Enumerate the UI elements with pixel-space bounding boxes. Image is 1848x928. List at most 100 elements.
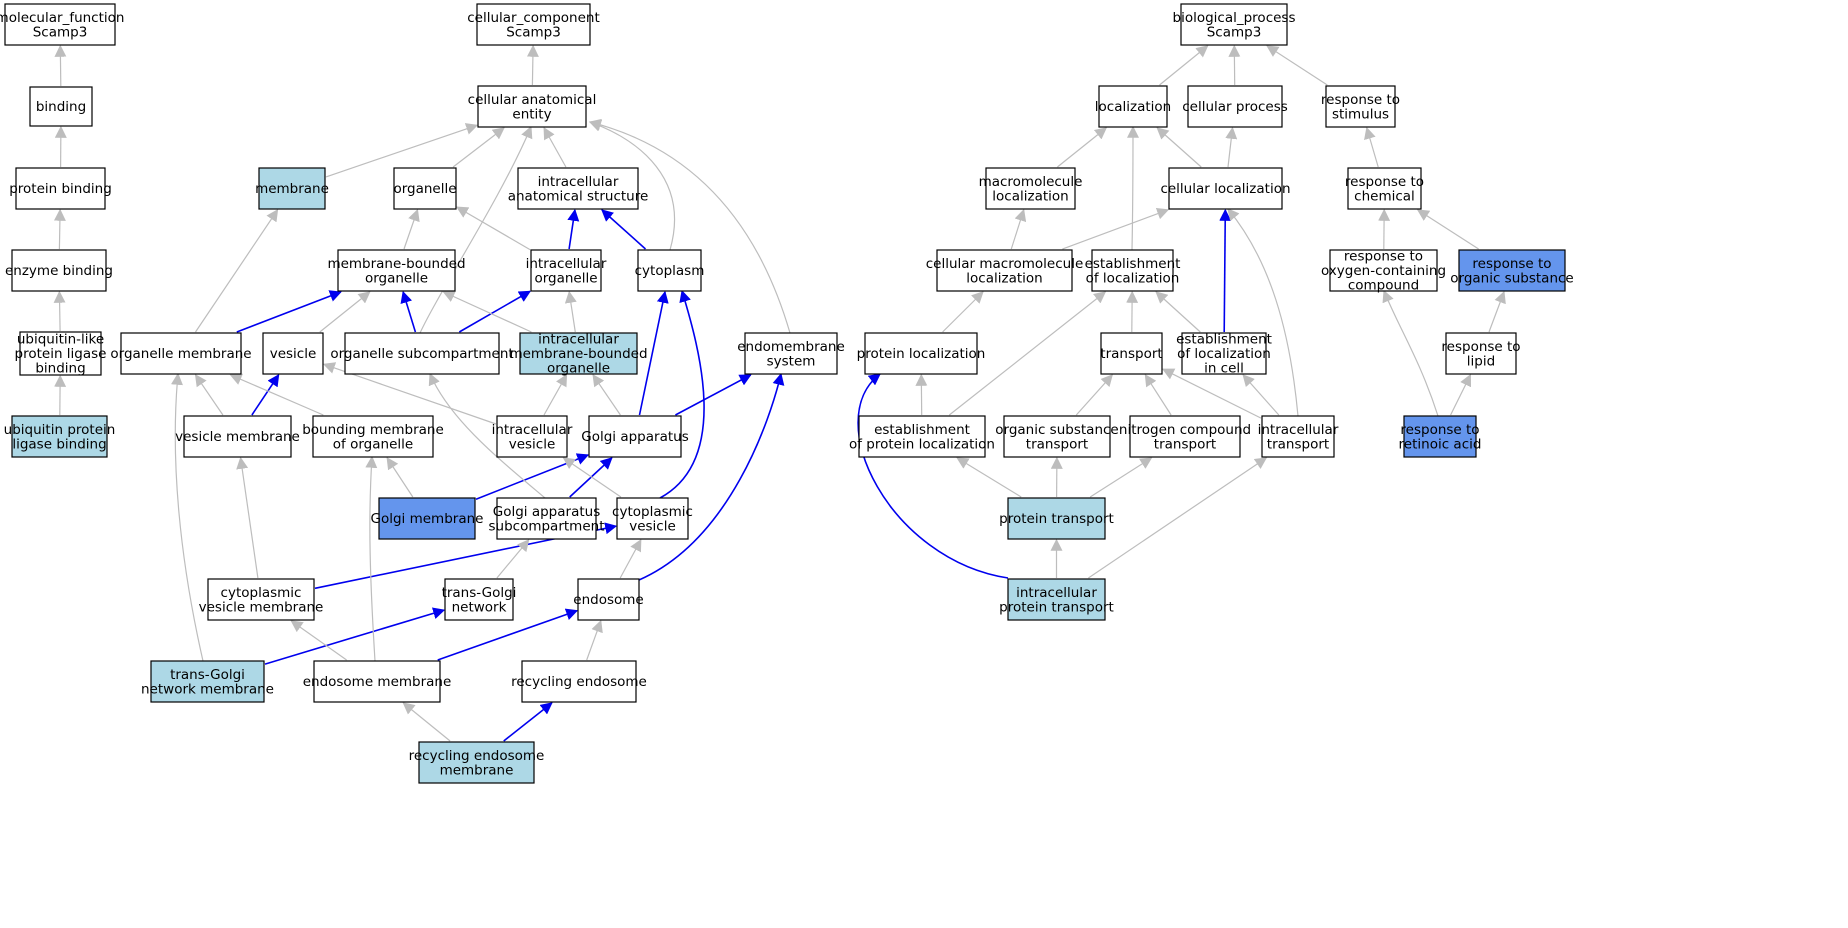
node-box xyxy=(444,578,514,621)
go-term-node-pl[interactable]: protein localization xyxy=(857,332,986,375)
go-term-node-binding[interactable]: binding xyxy=(29,86,93,127)
go-term-node-cytoplasm[interactable]: cytoplasm xyxy=(635,249,705,292)
go-term-node-organelle[interactable]: organelle xyxy=(393,167,457,210)
go-term-node-cp[interactable]: cellular process xyxy=(1182,85,1288,128)
edge-part_of-em-to-endosome xyxy=(437,608,579,661)
go-term-node-vm[interactable]: vesicle membrane xyxy=(175,415,300,458)
node-label-line: vesicle membrane xyxy=(175,429,300,445)
node-label-line: cellular anatomical xyxy=(468,92,597,108)
edge-is_a-rtc-to-rts xyxy=(1364,126,1379,168)
go-term-node-transport[interactable]: transport xyxy=(1100,332,1163,375)
node-label-line: cellular localization xyxy=(1160,181,1290,197)
node-box xyxy=(1458,249,1566,292)
go-term-node-osc[interactable]: organelle subcompartment xyxy=(330,332,514,375)
edge-is_a-ias-to-cae xyxy=(543,126,567,168)
edge-is_a-ost-to-transport xyxy=(1075,374,1114,416)
go-term-node-vesicle[interactable]: vesicle xyxy=(262,332,324,375)
go-term-node-localization[interactable]: localization xyxy=(1095,85,1171,128)
edge-is_a-ml-to-localization xyxy=(1057,127,1108,168)
node-box xyxy=(936,249,1073,292)
node-box xyxy=(120,332,242,375)
node-box xyxy=(1347,167,1422,210)
node-label-line: organic substance xyxy=(1450,270,1573,286)
node-label-line: cellular_component xyxy=(467,10,599,26)
edge-part_of-osc-to-mbo xyxy=(400,290,417,333)
node-label-line: nitrogen compound xyxy=(1119,422,1251,438)
node-label-line: response to xyxy=(1345,174,1424,190)
edge-is_a-cl-to-localization xyxy=(1156,127,1202,168)
node-box xyxy=(378,497,476,540)
edge-is_a-it-to-cl xyxy=(1227,208,1299,417)
node-label-line: Scamp3 xyxy=(33,24,88,40)
edge-is_a-ems-to-cae xyxy=(588,118,791,334)
go-term-node-golgi_mem[interactable]: Golgi membrane xyxy=(371,497,484,540)
node-label-line: cytoplasm xyxy=(635,263,705,279)
go-term-node-protein_binding[interactable]: protein binding xyxy=(9,167,112,210)
edge-part_of-golgi-to-ems xyxy=(675,374,752,416)
go-term-node-enzyme_binding[interactable]: enzyme binding xyxy=(5,249,113,292)
edge-part_of-rem-to-re xyxy=(503,702,553,742)
node-label-line: network xyxy=(452,599,507,615)
node-label-line: protein ligase xyxy=(15,346,107,362)
edge-is_a-osc-to-cae xyxy=(419,125,533,334)
node-box xyxy=(477,85,587,128)
node-label-line: transport xyxy=(1154,436,1216,452)
edge-part_of-golgi_mem-to-golgi xyxy=(475,453,590,500)
go-term-node-cl[interactable]: cellular localization xyxy=(1160,167,1291,210)
node-label-line: molecular_function xyxy=(0,10,124,26)
go-term-node-re[interactable]: recycling endosome xyxy=(511,660,647,703)
node-label-line: Golgi apparatus xyxy=(493,504,600,520)
edge-is_a-endosome-to-cv xyxy=(619,538,642,579)
node-box xyxy=(418,741,535,784)
node-box xyxy=(577,578,640,621)
node-label-line: organelle xyxy=(365,270,428,286)
node-box xyxy=(313,660,441,703)
go-term-node-endosome[interactable]: endosome xyxy=(573,578,644,621)
go-term-node-om[interactable]: organelle membrane xyxy=(110,332,252,375)
go-term-node-membrane[interactable]: membrane xyxy=(255,167,329,210)
node-label-line: ligase binding xyxy=(12,436,106,452)
edge-part_of-gasc-to-golgi xyxy=(569,457,613,498)
go-term-node-golgi[interactable]: Golgi apparatus xyxy=(581,415,689,458)
go-term-node-em[interactable]: endosome membrane xyxy=(303,660,452,703)
node-label-line: anatomical structure xyxy=(508,188,649,204)
edge-is_a-pt-to-epl xyxy=(956,457,1022,498)
node-box xyxy=(1007,497,1106,540)
node-box xyxy=(1100,332,1163,375)
go-term-node-pt[interactable]: protein transport xyxy=(999,497,1114,540)
